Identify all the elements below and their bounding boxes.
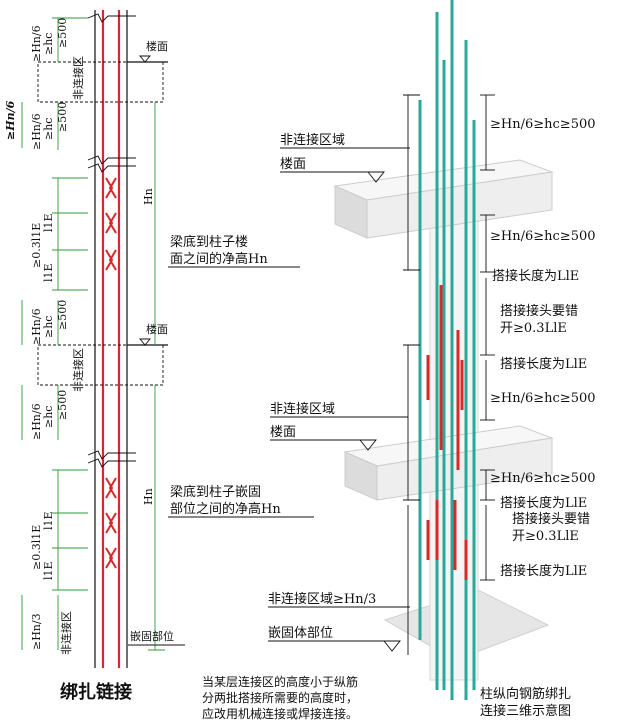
note-line1: 当某层连接区的高度小于纵筋 [202,674,358,689]
left-elevation: ≥Hn/6 ≥hc ≥500 ≥Hn/6 非连接区 ≥Hn/6 ≥hc ≥500… [4,10,358,721]
dim-hn-1: Hn [142,188,155,205]
stagger-2-line2: 开≥0.3LlE [512,529,579,544]
dim-l1e-b: l1E [42,263,55,282]
floor-label-2: 楼面 [146,322,168,336]
desc-2-line2: 部位之间的净高Hn [170,501,281,517]
floor-marker-1 [139,55,151,63]
dim-bottom-hn3: ≥Hn/3 [30,613,43,650]
left-title: 绑扎链接 [60,681,132,703]
green-dim-lines [21,17,165,651]
lap-marks-upper [105,177,117,271]
break-mark-2 [87,163,136,173]
caption-line1: 柱纵向钢筋绑扎 [480,686,571,702]
red-lap-rebars [426,285,468,580]
beam-2 [37,344,164,386]
note-line2: 分两批搭接所需要的高度时， [202,690,358,705]
dim-up-hn6: ≥Hn/6 [30,113,43,150]
label-nonzone-2: 非连接区域 [270,401,335,417]
dim-text-1: ≥Hn/6≥hc≥500 [490,117,596,132]
dim-hn-2: Hn [142,488,155,505]
label-embed: 嵌固体部位 [268,626,333,641]
right-dim-lines [403,94,495,655]
slab1-front [366,171,553,239]
embed-label: 嵌固部位 [130,629,174,643]
lap-len-3: 搭接长度为LlE [500,495,587,511]
stagger-2-line1: 搭接接头要错 [512,511,590,527]
dim-mid-500: ≥500 [56,300,69,330]
dim-mid2-hn6: ≥Hn/6 [30,403,43,440]
dim-lap-031: ≥0.3l1E [30,223,43,268]
dim-mid2-hc: ≥hc [42,406,55,428]
floor-2-marker [359,439,377,451]
dim-l1e-c: l1E [42,511,55,530]
dim-l1e-a: l1E [42,213,55,232]
dim-top-hc: ≥hc [42,33,55,55]
label-nonzone-3: 非连接区域≥Hn/3 [268,591,376,607]
non-connect-zone-1: 非连接区 [72,56,85,100]
break-mark-1 [87,155,136,165]
floor-1-marker [367,171,385,183]
break-mark-top [87,13,136,23]
desc-1-line1: 梁底到柱子楼 [170,234,248,250]
desc-2-line1: 梁底到柱子嵌固 [170,484,261,500]
caption-line2: 连接三维示意图 [480,703,571,719]
dim-top-500: ≥500 [56,18,69,48]
lap-len-2: 搭接长度为LlE [500,356,587,372]
right-3d-view: 非连接区域 楼面 ≥Hn/6≥hc≥500 ≥Hn/6≥hc≥500 搭接长度为… [268,0,596,719]
break-mark-4 [87,458,136,468]
stagger-1-line1: 搭接接头要错 [500,303,578,319]
floor-marker-2 [139,338,151,346]
dim-mid2-500: ≥500 [56,390,69,420]
floor-label-1: 楼面 [146,39,168,53]
lap-len-4: 搭接长度为LlE [500,563,587,579]
embed-marker [383,640,401,652]
label-floor-1: 楼面 [280,157,306,172]
dim-text-3: ≥Hn/6≥hc≥500 [490,391,596,406]
teal-rebars [418,0,476,700]
break-mark-3 [87,450,136,460]
dim-text-2: ≥Hn/6≥hc≥500 [490,229,596,244]
dim-top-hn6: ≥Hn/6 [30,25,43,62]
desc-1-line2: 面之间的净高Hn [170,251,268,267]
dim-text-4: ≥Hn/6≥hc≥500 [490,471,596,486]
dim-up-500: ≥500 [56,102,69,132]
non-connect-zone-3: 非连接区 [60,611,73,655]
stagger-1-line2: 开≥0.3LlE [500,321,567,336]
lap-marks-lower [105,477,117,569]
note-line3: 应改用机械连接或焊接连接。 [202,706,358,721]
dim-l1e-d: l1E [42,561,55,580]
dim-side-hn6: ≥Hn/6 [4,100,17,140]
dim-mid-hn6: ≥Hn/6 [30,308,43,345]
label-nonzone-1: 非连接区域 [280,132,345,148]
label-floor-2: 楼面 [270,425,296,440]
dim-mid-hc: ≥hc [42,316,55,338]
dim-lap2-031: ≥0.3l1E [30,525,43,570]
non-connect-zone-2: 非连接区 [72,348,85,392]
lap-len-1: 搭接长度为LlE [492,268,579,284]
beam-1 [37,61,164,103]
dim-up-hc: ≥hc [42,118,55,140]
